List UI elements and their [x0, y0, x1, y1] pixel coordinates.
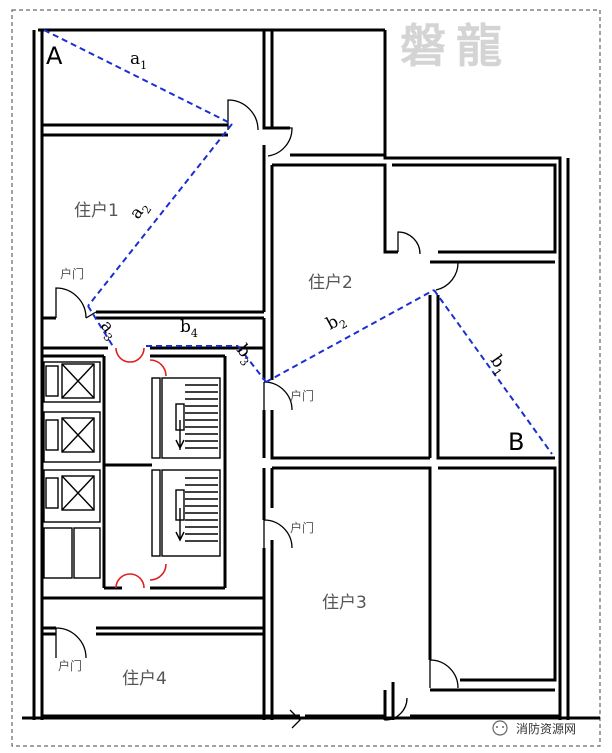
segment-b3-label: b3: [230, 340, 259, 368]
door-2-label: 户门: [290, 388, 314, 403]
room-2-label: 住户2: [308, 273, 353, 293]
elevator-shafts: [43, 361, 101, 579]
segment-a2-label: a2: [126, 197, 155, 224]
wechat-icon: [492, 720, 508, 736]
outer-frame: [11, 9, 601, 747]
unit-doors: [55, 99, 459, 729]
room-1-label: 住户1: [74, 201, 119, 221]
door-4-label: 户门: [58, 658, 82, 673]
walls: [22, 28, 600, 720]
staircases: [151, 377, 221, 557]
route-a: [43, 29, 233, 349]
point-a-label: A: [46, 42, 63, 70]
room-4-label: 住户4: [122, 669, 167, 689]
segment-b1-label: b1: [483, 351, 512, 379]
room-3-label: 住户3: [322, 593, 367, 613]
fire-doors: [115, 347, 167, 589]
point-b-label: B: [508, 428, 524, 456]
door-3-label: 户门: [290, 520, 314, 535]
segment-a1-label: a1: [130, 49, 147, 72]
segment-b2-label: b2: [323, 308, 350, 337]
credit-text: 消防资源网: [516, 721, 576, 736]
route-b: [146, 289, 553, 455]
segment-b4-label: b4: [180, 317, 198, 340]
watermark: 磐龍: [400, 19, 512, 73]
door-1-label: 户门: [60, 266, 84, 281]
segment-a3-label: a3: [94, 316, 123, 344]
